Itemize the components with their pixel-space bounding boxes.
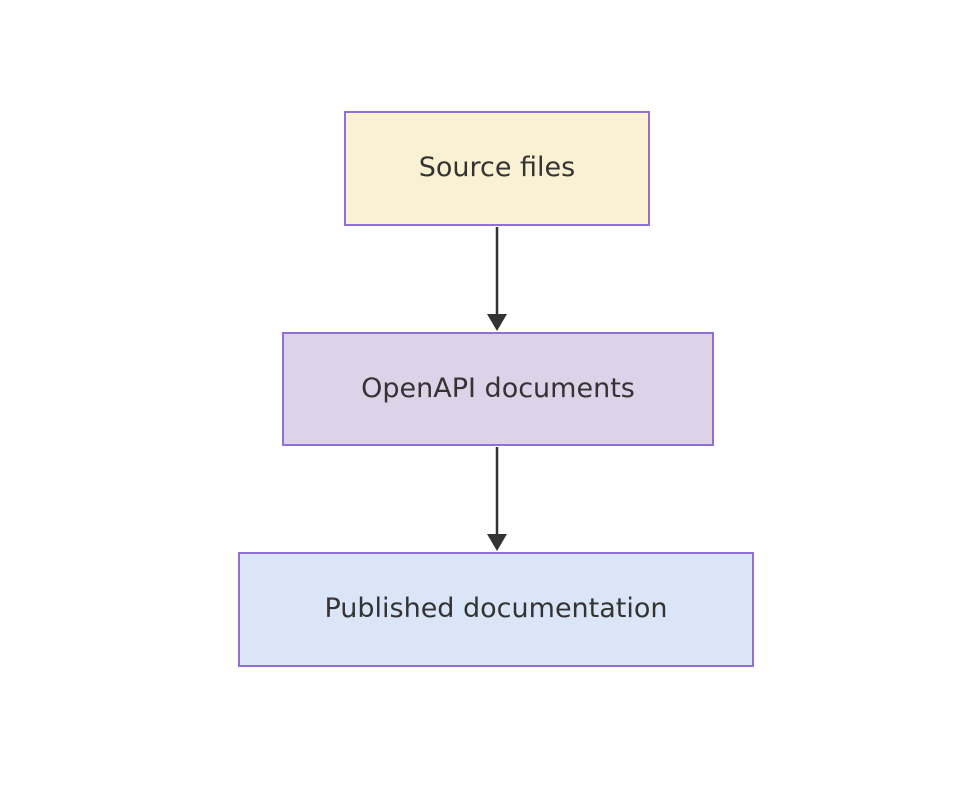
node-openapi-documents: OpenAPI documents [282,332,714,446]
arrowhead-icon [487,534,507,551]
node-published-documentation-label: Published documentation [324,593,668,625]
edge-source-to-openapi [487,227,507,331]
node-openapi-documents-label: OpenAPI documents [361,372,635,404]
node-source-files: Source files [344,111,650,226]
edge-openapi-to-published [487,447,507,551]
node-source-files-label: Source files [418,152,576,184]
arrowhead-icon [487,314,507,331]
node-published-documentation: Published documentation [238,552,754,667]
